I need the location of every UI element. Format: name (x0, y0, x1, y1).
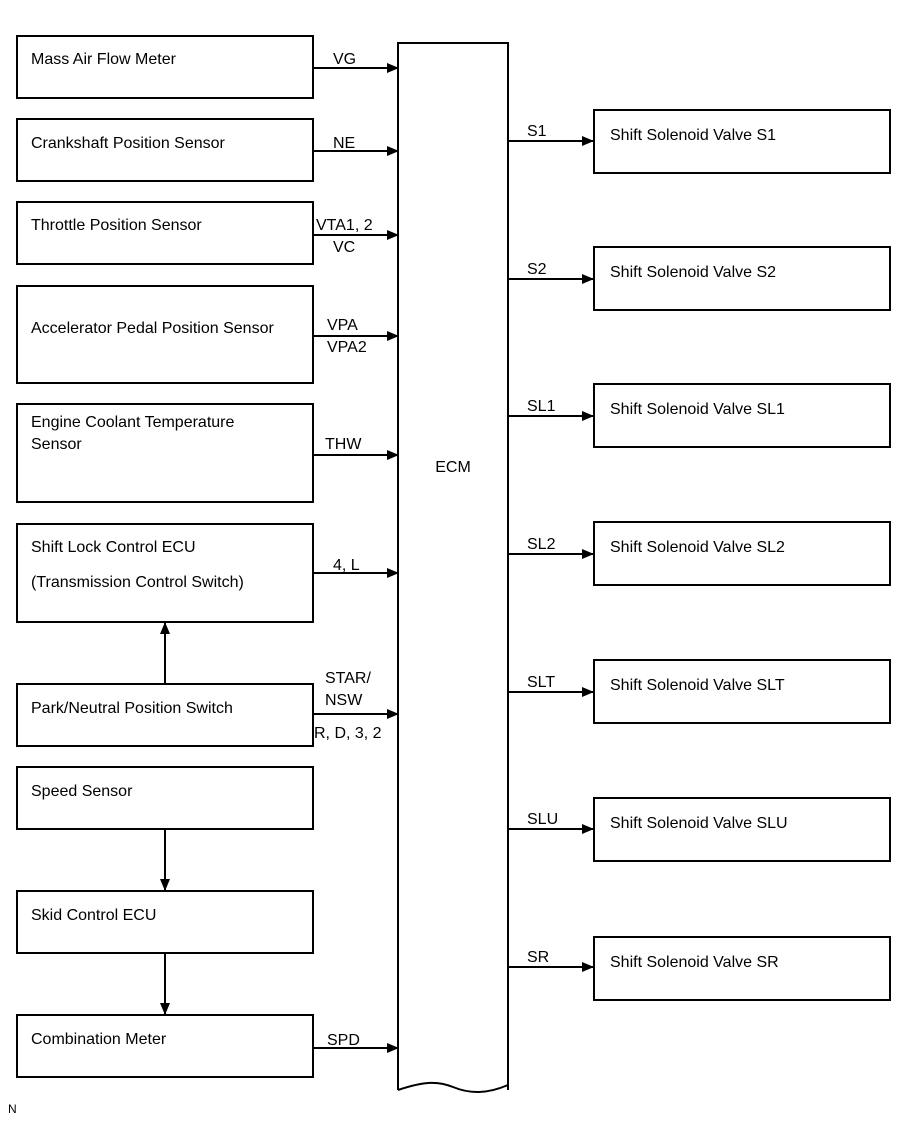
output-label: Shift Solenoid Valve SL1 (610, 401, 785, 418)
output-label: Shift Solenoid Valve SR (610, 954, 779, 971)
ecm-block (397, 42, 509, 1090)
signal-label: STAR/ (325, 670, 371, 687)
output-box (593, 936, 891, 1001)
input-label: Engine Coolant Temperature (31, 414, 234, 431)
signal-label: VC (333, 239, 355, 256)
output-signal-label: SLU (527, 811, 558, 828)
input-box (16, 201, 314, 265)
input-label: Shift Lock Control ECU (31, 539, 196, 556)
output-box (593, 521, 891, 586)
footer-mark: N (8, 1102, 17, 1116)
input-box (16, 1014, 314, 1078)
input-box (16, 523, 314, 623)
output-signal-label: SL2 (527, 536, 556, 553)
output-signal-label: SLT (527, 674, 555, 691)
input-label: Sensor (31, 436, 82, 453)
output-label: Shift Solenoid Valve SLT (610, 677, 785, 694)
input-label: Crankshaft Position Sensor (31, 135, 226, 152)
signal-label: THW (325, 436, 362, 453)
input-box (16, 403, 314, 503)
input-box (16, 118, 314, 182)
input-label: Park/Neutral Position Switch (31, 700, 233, 717)
signal-label: VTA1, 2 (316, 217, 373, 234)
input-label: (Transmission Control Switch) (31, 574, 244, 591)
input-box (16, 285, 314, 384)
signal-label: NSW (325, 692, 363, 709)
signal-label: VG (333, 51, 356, 68)
input-label: Mass Air Flow Meter (31, 51, 177, 68)
input-label: Speed Sensor (31, 783, 133, 800)
input-label: Skid Control ECU (31, 907, 156, 924)
signal-label: VPA2 (327, 339, 367, 356)
output-signal-label: S1 (527, 123, 547, 140)
ecm-wavy-bottom (397, 1081, 509, 1093)
ecm-label: ECM (435, 459, 471, 476)
output-box (593, 246, 891, 311)
output-label: Shift Solenoid Valve S1 (610, 127, 776, 144)
output-box (593, 797, 891, 862)
output-signal-label: SL1 (527, 398, 556, 415)
output-signal-label: S2 (527, 261, 547, 278)
input-label: Combination Meter (31, 1031, 167, 1048)
output-label: Shift Solenoid Valve SL2 (610, 539, 785, 556)
input-label: Accelerator Pedal Position Sensor (31, 320, 274, 337)
output-box (593, 383, 891, 448)
output-box (593, 109, 891, 174)
output-box (593, 659, 891, 724)
signal-label: SPD (327, 1032, 360, 1049)
output-label: Shift Solenoid Valve S2 (610, 264, 776, 281)
output-label: Shift Solenoid Valve SLU (610, 815, 788, 832)
output-signal-label: SR (527, 949, 549, 966)
signal-label: VPA (327, 317, 358, 334)
signal-label: 4, L (333, 557, 360, 574)
signal-label: NE (333, 135, 355, 152)
input-box (16, 766, 314, 830)
input-label: Throttle Position Sensor (31, 217, 202, 234)
signal-label: R, D, 3, 2 (314, 725, 382, 742)
